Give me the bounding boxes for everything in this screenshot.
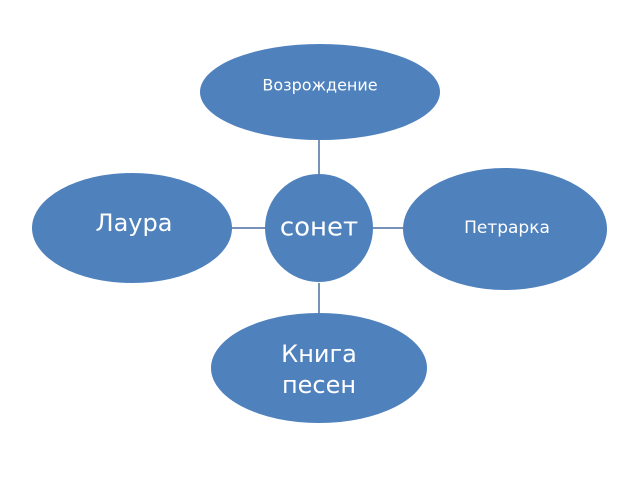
node-top-label: Возрождение [262, 76, 377, 95]
node-left-shape [32, 173, 232, 283]
node-bottom: Книга песен [211, 313, 427, 423]
node-right: Петрарка [403, 168, 607, 290]
node-center-shape [265, 174, 373, 282]
node-center: сонет [265, 174, 373, 282]
node-left: Лаура [32, 173, 232, 283]
node-bottom-label-line1: Книга [281, 340, 357, 368]
node-bottom-shape [211, 313, 427, 423]
node-left-label: Лаура [96, 209, 173, 237]
node-bottom-label-line2: песен [282, 371, 356, 399]
node-right-shape [403, 168, 607, 290]
node-center-label: сонет [280, 213, 358, 243]
node-right-label: Петрарка [464, 218, 550, 238]
node-top: Возрождение [200, 44, 440, 140]
node-top-shape [200, 44, 440, 140]
